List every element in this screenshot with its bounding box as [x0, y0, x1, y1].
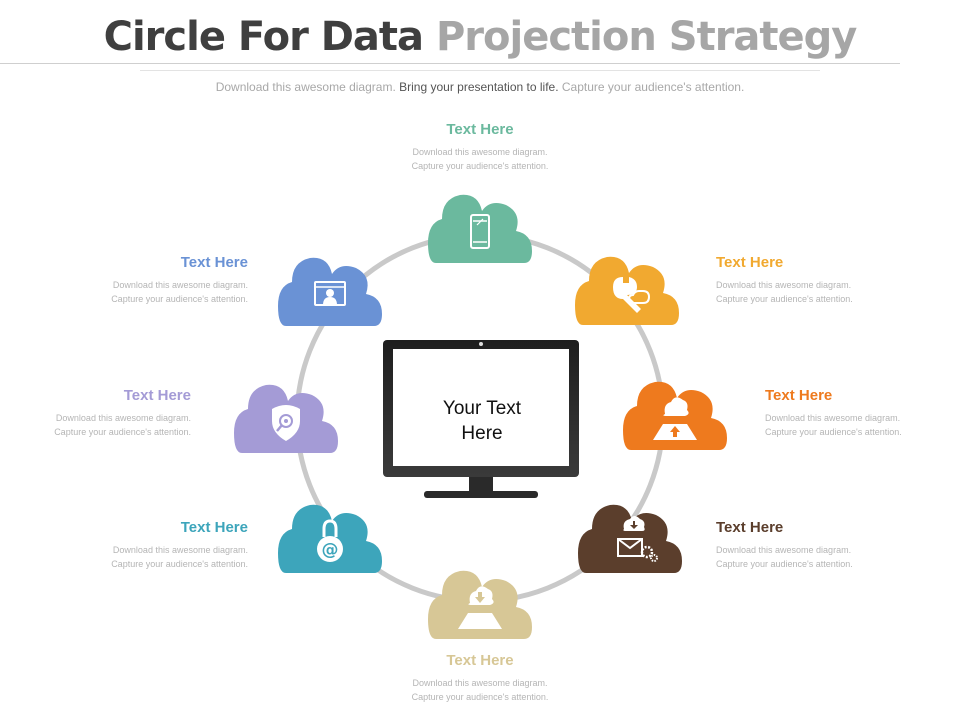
cloud-node-lower-left: @	[278, 504, 382, 573]
node-desc-line-1: Download this awesome diagram.	[412, 147, 548, 157]
page-title: Circle For Data Projection Strategy	[0, 14, 960, 60]
mail-settings-icon	[617, 516, 658, 562]
node-title-upper-left: Text Here	[180, 254, 248, 271]
shield-search-icon	[272, 405, 300, 441]
node-desc-upper-left: Download this awesome diagram. Capture y…	[48, 278, 248, 306]
center-monitor	[383, 340, 579, 498]
node-desc-line-1: Download this awesome diagram.	[716, 280, 852, 290]
cloud-node-upper-right	[575, 256, 679, 325]
cloud-upload-icon	[653, 397, 697, 440]
node-desc-line-1: Download this awesome diagram.	[765, 413, 901, 423]
monitor-text-line-1: Your Text	[442, 398, 522, 419]
cloud-node-top	[428, 194, 532, 263]
node-title-top: Text Here	[446, 121, 514, 138]
node-desc-bottom: Download this awesome diagram. Capture y…	[380, 676, 580, 704]
cloud-node-lower-right	[578, 504, 682, 573]
node-title-bottom: Text Here	[446, 652, 514, 669]
node-title-lower-left: Text Here	[180, 519, 248, 536]
monitor-text-line-2: Here	[461, 423, 503, 444]
monitor-text: Your Text Here	[396, 396, 568, 446]
node-desc-line-2: Capture your audience's attention.	[54, 427, 191, 437]
node-desc-right: Download this awesome diagram. Capture y…	[765, 411, 902, 439]
node-desc-lower-left: Download this awesome diagram. Capture y…	[48, 543, 248, 571]
node-desc-line-1: Download this awesome diagram.	[112, 280, 248, 290]
node-desc-line-2: Capture your audience's attention.	[111, 559, 248, 569]
svg-text:@: @	[322, 540, 339, 560]
title-divider-secondary	[140, 70, 820, 71]
subtitle-start: Download this awesome diagram.	[215, 80, 396, 94]
node-desc-upper-right: Download this awesome diagram. Capture y…	[716, 278, 853, 306]
cloud-node-left	[234, 384, 338, 453]
node-title-left: Text Here	[123, 387, 191, 404]
node-desc-line-2: Capture your audience's attention.	[716, 294, 853, 304]
node-title-right: Text Here	[765, 387, 833, 404]
subtitle-bold: Bring your presentation to life.	[399, 80, 559, 94]
node-title-lower-right: Text Here	[716, 519, 784, 536]
mobile-phone-icon	[470, 214, 490, 249]
node-desc-line-1: Download this awesome diagram.	[412, 678, 548, 688]
node-desc-line-2: Capture your audience's attention.	[111, 294, 248, 304]
node-desc-line-2: Capture your audience's attention.	[411, 692, 549, 702]
node-title-upper-right: Text Here	[716, 254, 784, 271]
cloud-node-bottom	[428, 570, 532, 639]
wrench-icon	[613, 277, 651, 313]
node-desc-line-1: Download this awesome diagram.	[112, 545, 248, 555]
node-desc-line-1: Download this awesome diagram.	[716, 545, 852, 555]
node-desc-top: Download this awesome diagram. Capture y…	[380, 145, 580, 173]
user-screen-icon	[314, 281, 346, 306]
node-desc-line-1: Download this awesome diagram.	[55, 413, 191, 423]
cloud-node-right	[623, 381, 727, 450]
title-dark-part: Circle For Data	[103, 14, 424, 60]
node-desc-line-2: Capture your audience's attention.	[411, 161, 549, 171]
node-desc-line-2: Capture your audience's attention.	[716, 559, 853, 569]
at-lock-icon: @	[317, 519, 343, 562]
title-light-part: Projection Strategy	[435, 14, 857, 60]
node-desc-left: Download this awesome diagram. Capture y…	[0, 411, 191, 439]
title-divider	[0, 63, 900, 64]
subtitle-end: Capture your audience's attention.	[561, 80, 745, 94]
cloud-download-icon	[458, 586, 502, 629]
subtitle: Download this awesome diagram. Bring you…	[0, 80, 960, 94]
cloud-node-upper-left	[278, 257, 382, 326]
node-desc-lower-right: Download this awesome diagram. Capture y…	[716, 543, 853, 571]
node-desc-line-2: Capture your audience's attention.	[765, 427, 902, 437]
